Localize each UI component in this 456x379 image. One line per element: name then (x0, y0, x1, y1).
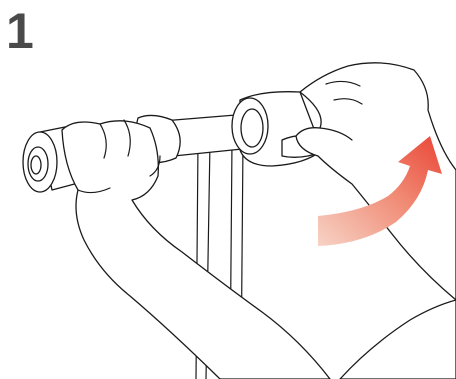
illustration (0, 0, 456, 379)
instruction-figure: 1 (0, 0, 456, 379)
